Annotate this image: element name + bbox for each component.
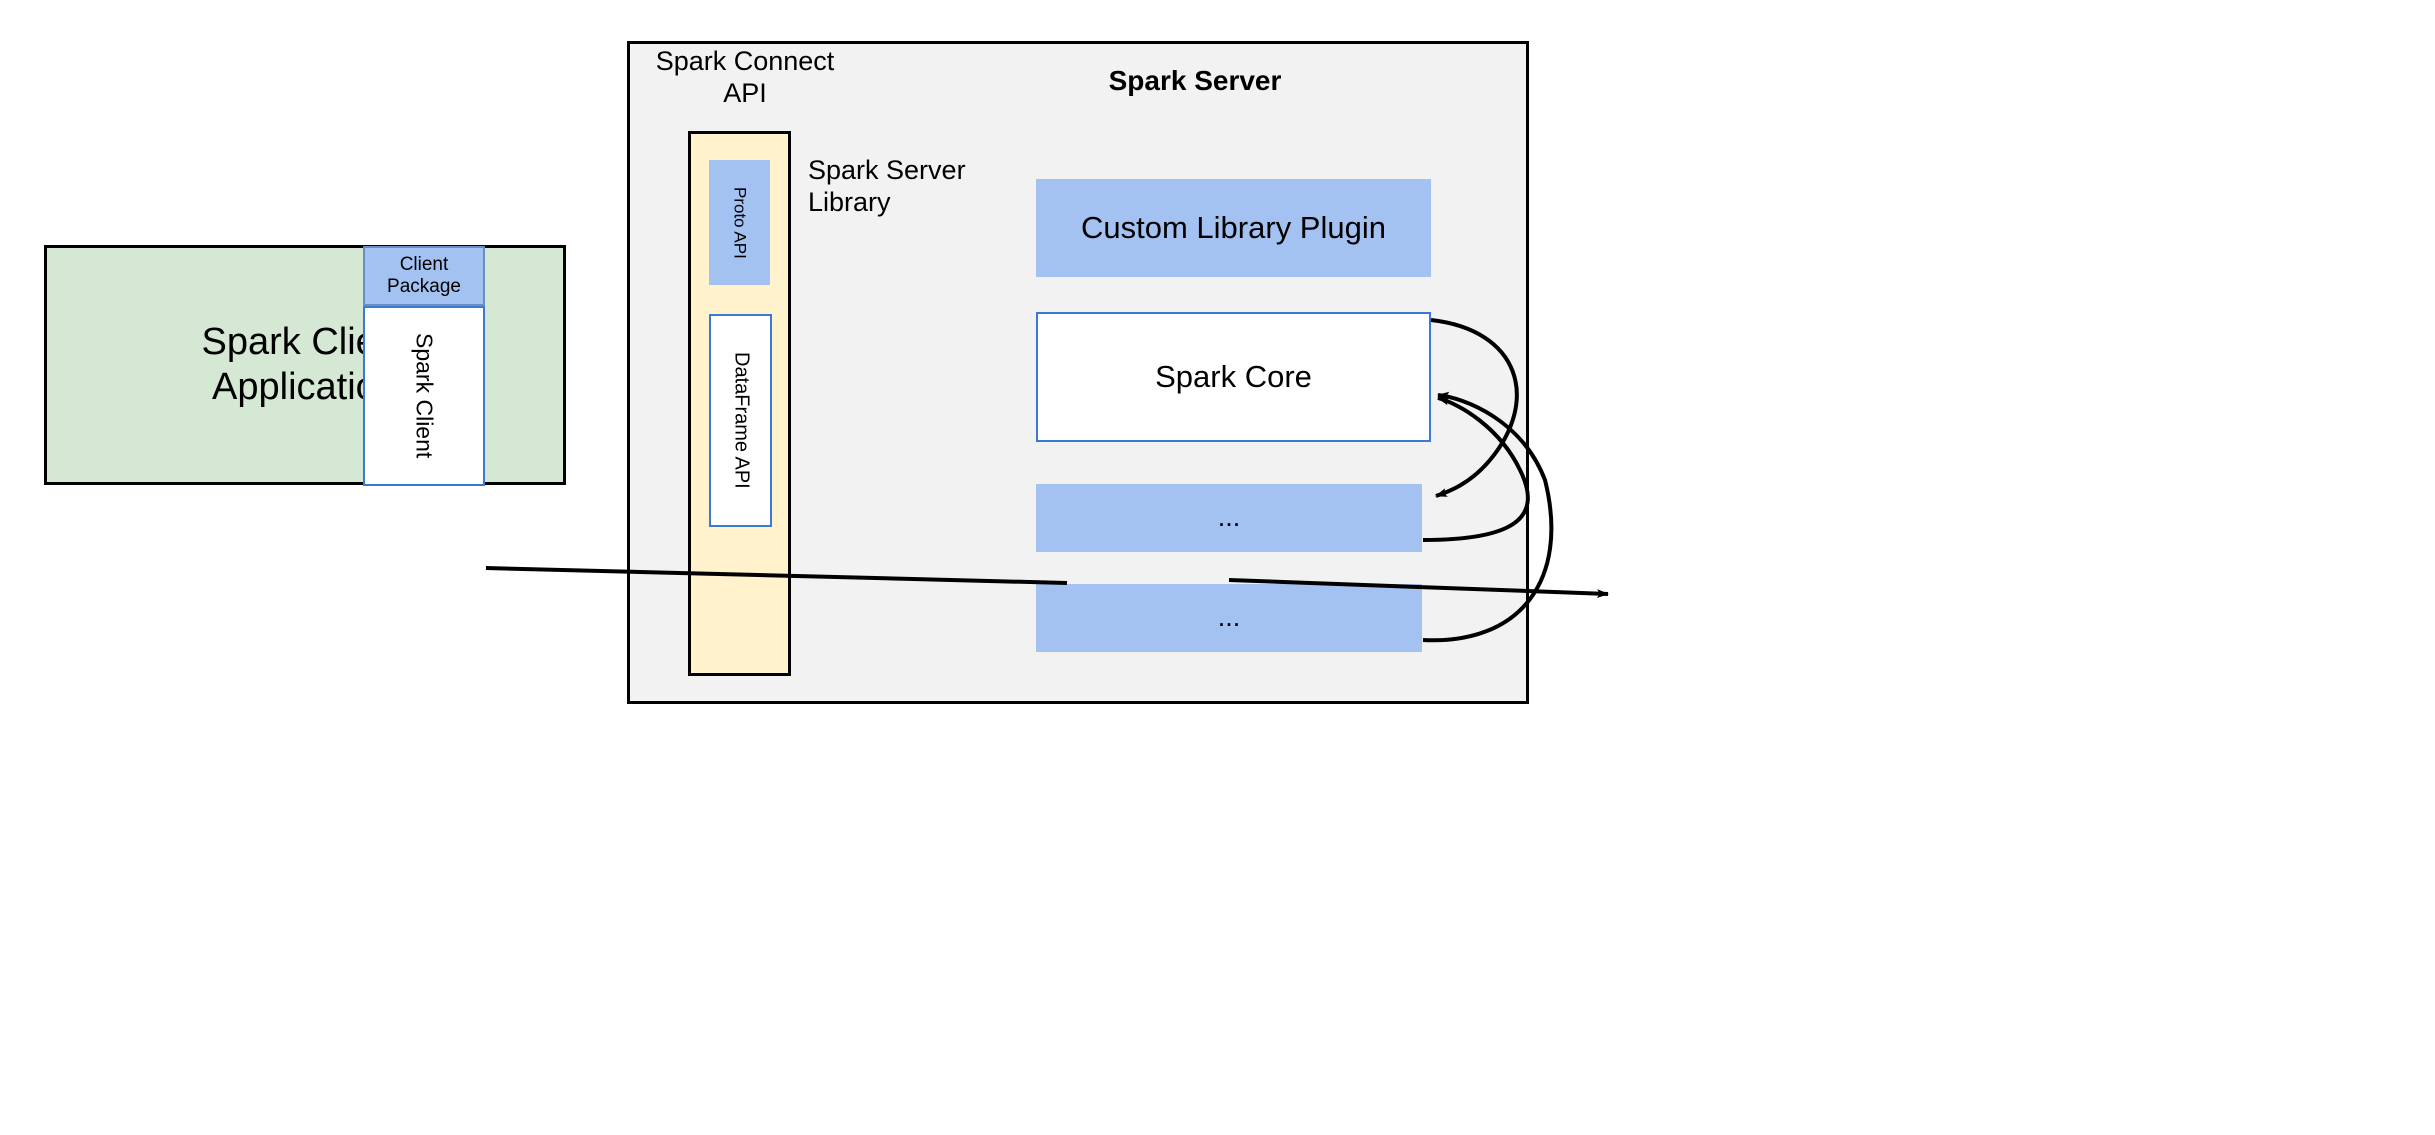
spark-client-label: Spark Client <box>411 333 438 459</box>
spark-connect-api-label-line2: API <box>723 77 767 108</box>
spark-client-application-box: Spark Client Application <box>44 245 566 485</box>
spark-server-library-label: Spark Server Library <box>808 155 1028 229</box>
spark-connect-api-label: Spark Connect API <box>645 46 845 116</box>
dataframe-api-box: DataFrame API <box>709 314 772 527</box>
ellipsis-box-1: ... <box>1036 484 1422 552</box>
client-package-box: Client Package <box>363 246 485 306</box>
client-package-label-line1: Client <box>399 253 449 275</box>
custom-library-plugin-box: Custom Library Plugin <box>1036 179 1431 277</box>
spark-server-title: Spark Server <box>1108 65 1282 97</box>
dataframe-api-label: DataFrame API <box>730 352 753 489</box>
spark-server-library-label-line2: Library <box>808 186 891 217</box>
spark-client-box: Spark Client <box>363 306 485 486</box>
spark-connect-api-label-line1: Spark Connect <box>655 46 835 76</box>
ellipsis-box-2: ... <box>1036 584 1422 652</box>
spark-core-box: Spark Core <box>1036 312 1431 442</box>
proto-api-label: Proto API <box>730 186 750 259</box>
spark-server-library-label-line1: Spark Server <box>808 155 966 185</box>
client-package-label-line2: Package <box>387 276 461 297</box>
proto-api-box: Proto API <box>709 160 770 285</box>
